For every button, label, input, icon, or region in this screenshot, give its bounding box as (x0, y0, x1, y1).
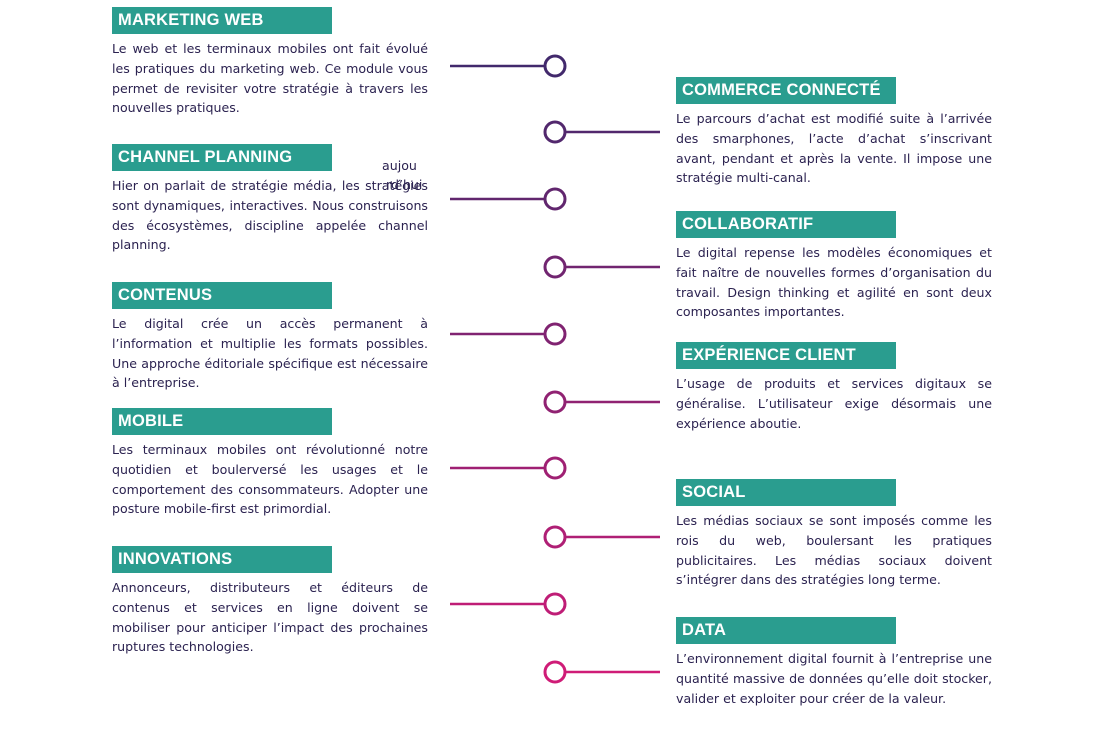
item-channel-planning: CHANNEL PLANNING Hier on parlait de stra… (112, 144, 428, 255)
timeline-nodes (543, 54, 567, 684)
item-title: MOBILE (112, 408, 332, 435)
item-contenus: CONTENUS Le digital crée un accès perman… (112, 282, 428, 393)
item-description: Les terminaux mobiles ont révolutionné n… (112, 442, 428, 517)
item-title: MARKETING WEB (112, 7, 332, 34)
stray-text-fragment: rd’hui (386, 177, 423, 192)
item-description: L’environnement digital fournit à l’entr… (676, 651, 992, 706)
item-title: EXPÉRIENCE CLIENT (676, 342, 896, 369)
item-mobile: MOBILE Les terminaux mobiles ont révolut… (112, 408, 428, 519)
item-description: Le digital crée un accès permanent à l’i… (112, 316, 428, 391)
item-title: CHANNEL PLANNING (112, 144, 332, 171)
stray-text-fragment: aujou (382, 158, 417, 173)
item-marketing-web: MARKETING WEB Le web et les terminaux mo… (112, 7, 428, 118)
timeline-node (543, 390, 567, 414)
item-description: Le parcours d’achat est modifié suite à … (676, 111, 992, 186)
item-title: DATA (676, 617, 896, 644)
item-commerce-connecte: COMMERCE CONNECTÉ Le parcours d’achat es… (676, 77, 992, 188)
item-description: Les médias sociaux se sont imposés comme… (676, 513, 992, 588)
timeline-node (543, 525, 567, 549)
item-description: Le web et les terminaux mobiles ont fait… (112, 41, 428, 116)
item-title: SOCIAL (676, 479, 896, 506)
item-experience-client: EXPÉRIENCE CLIENT L’usage de produits et… (676, 342, 992, 433)
timeline-node (543, 255, 567, 279)
item-title: COLLABORATIF (676, 211, 896, 238)
item-description: Hier on parlait de stratégie média, les … (112, 178, 428, 253)
item-title: CONTENUS (112, 282, 332, 309)
item-social: SOCIAL Les médias sociaux se sont imposé… (676, 479, 992, 590)
timeline-node (543, 120, 567, 144)
timeline-node (543, 187, 567, 211)
item-description: Annonceurs, distributeurs et éditeurs de… (112, 580, 428, 655)
timeline-node (543, 660, 567, 684)
item-description: Le digital repense les modèles économiqu… (676, 245, 992, 320)
timeline-node (543, 456, 567, 480)
item-description: L’usage de produits et services digitaux… (676, 376, 992, 431)
item-collaboratif: COLLABORATIF Le digital repense les modè… (676, 211, 992, 322)
timeline-node (543, 322, 567, 346)
item-data: DATA L’environnement digital fournit à l… (676, 617, 992, 708)
item-innovations: INNOVATIONS Annonceurs, distributeurs et… (112, 546, 428, 657)
timeline-connectors (450, 64, 660, 674)
timeline-node (543, 54, 567, 78)
item-title: INNOVATIONS (112, 546, 332, 573)
timeline-node (543, 592, 567, 616)
item-title: COMMERCE CONNECTÉ (676, 77, 896, 104)
